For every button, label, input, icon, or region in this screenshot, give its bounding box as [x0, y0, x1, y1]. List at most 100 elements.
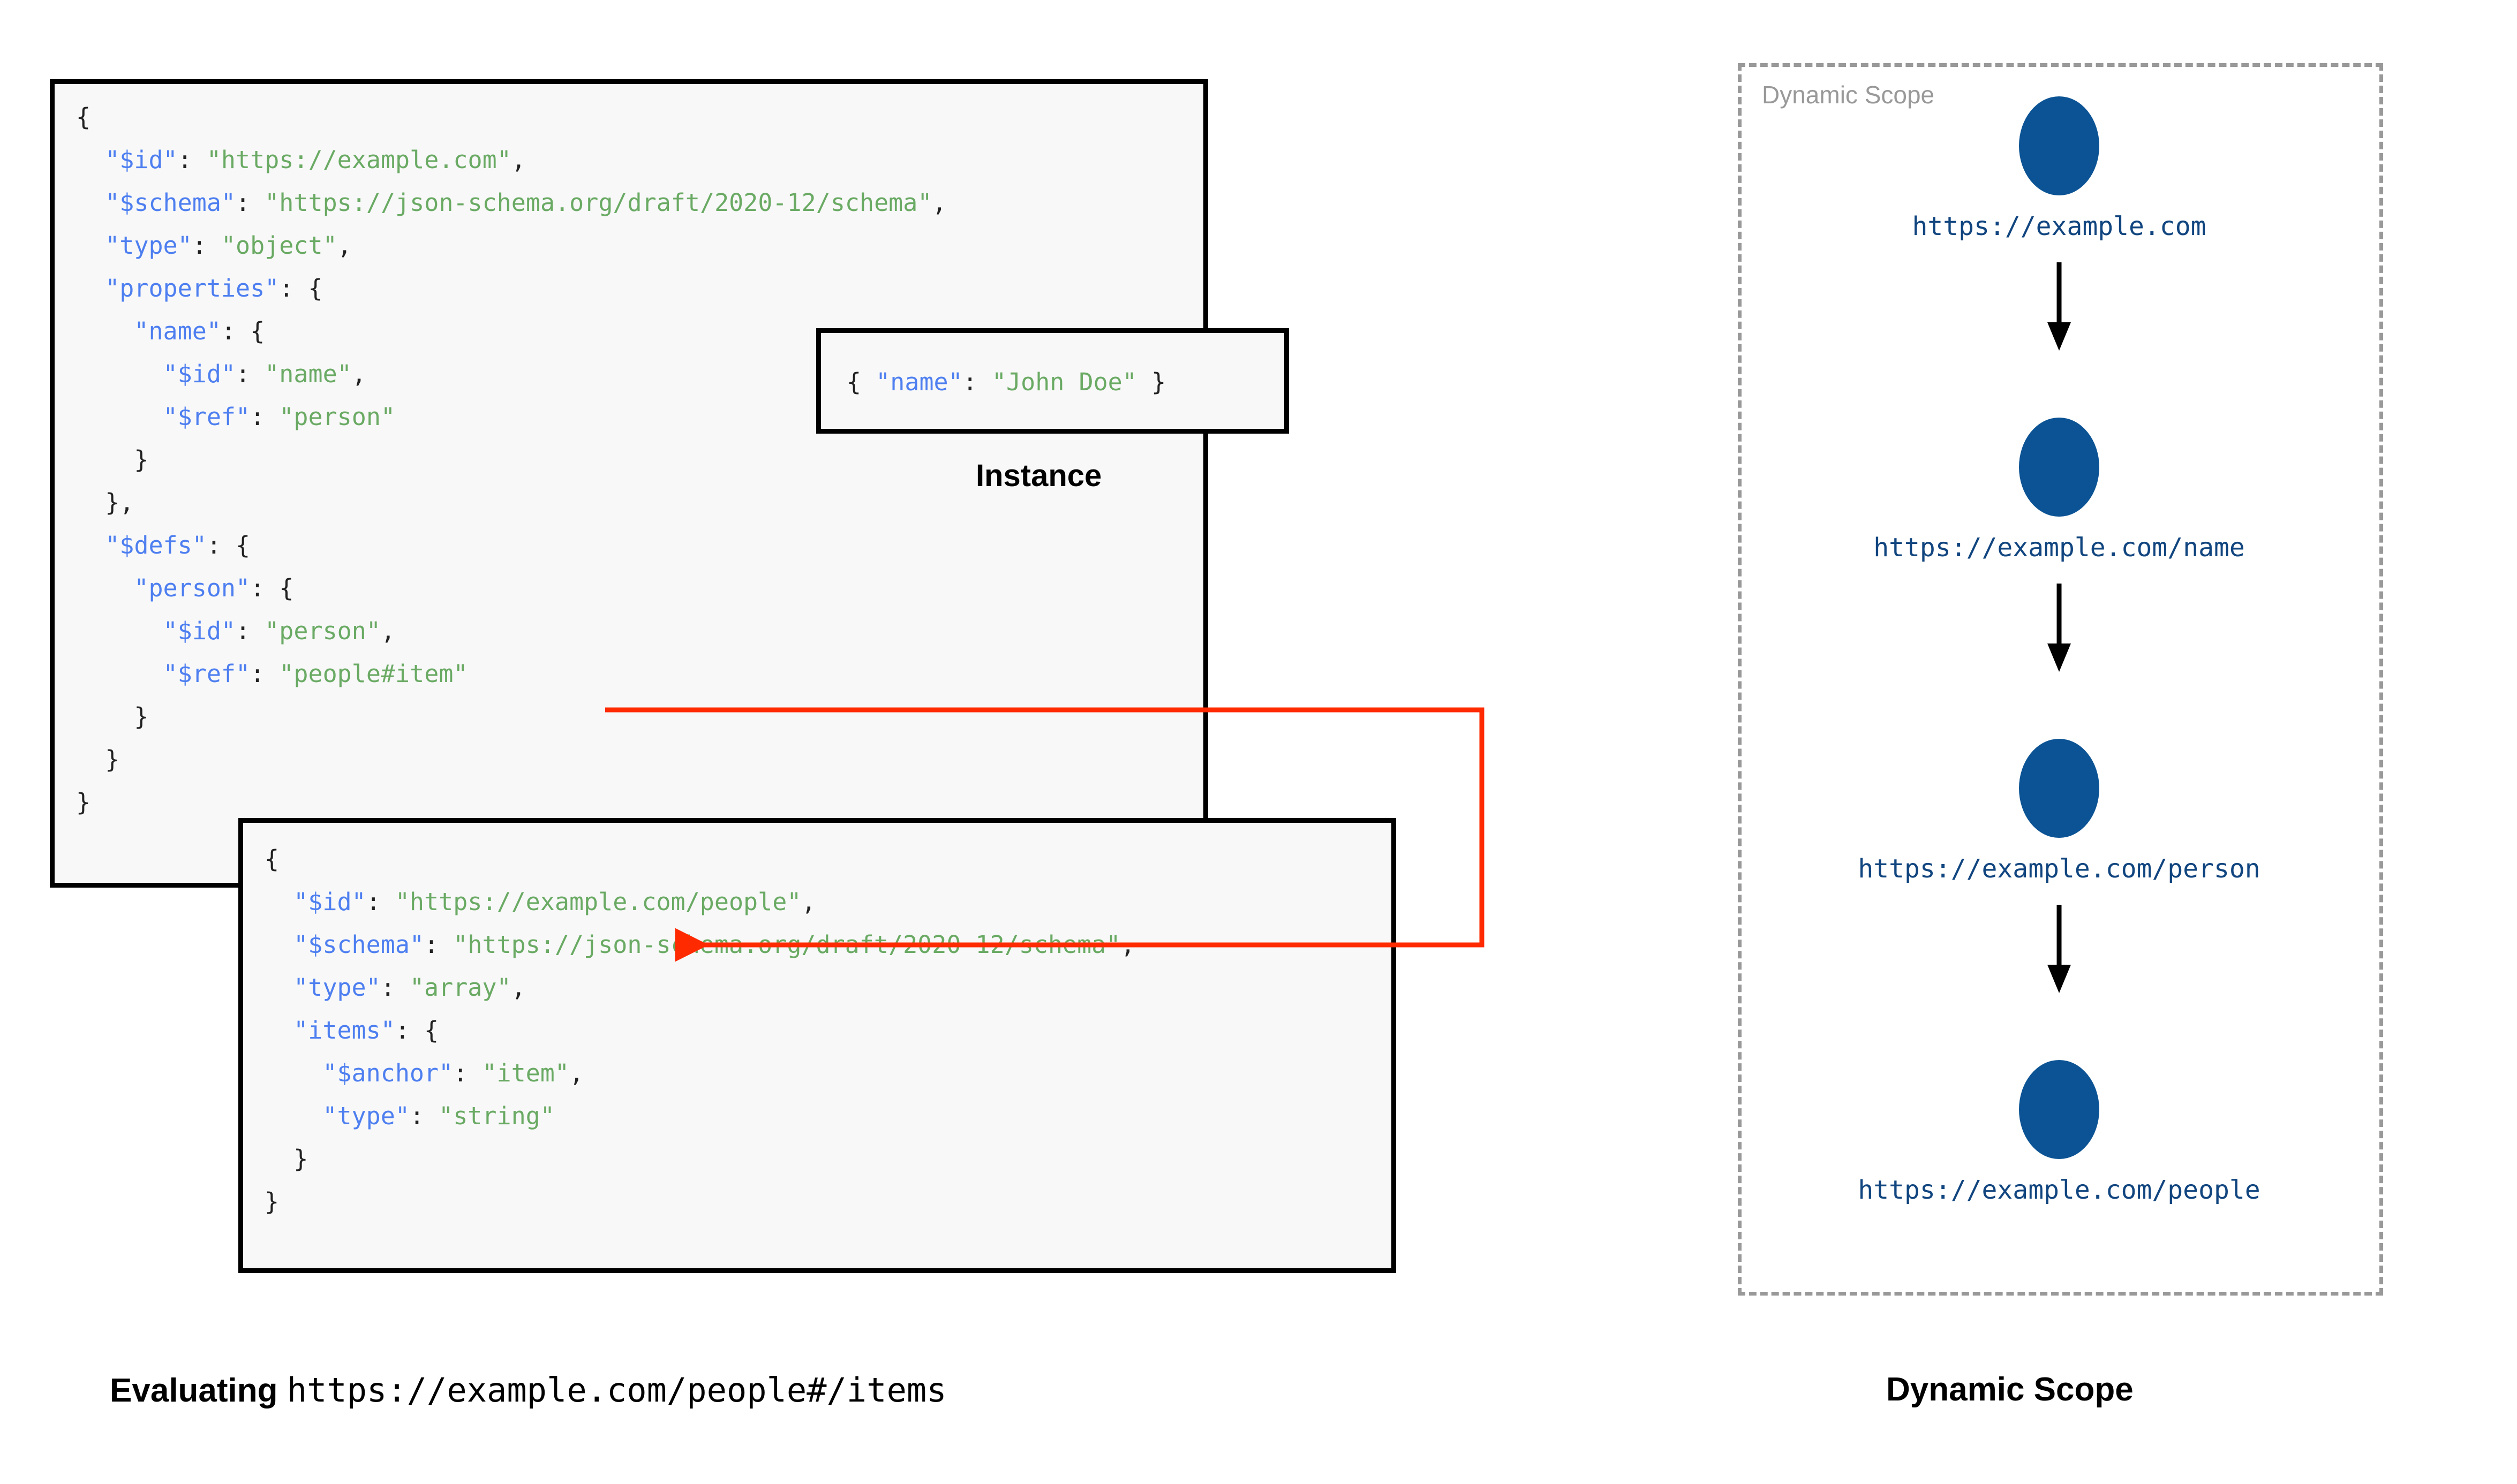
json-punct: , — [337, 231, 352, 260]
caption-evaluating-label: Evaluating — [110, 1372, 278, 1409]
instance-box: { "name": "John Doe" } — [816, 328, 1289, 434]
json-punct: } — [293, 1145, 308, 1173]
json-punct: : — [453, 1059, 483, 1087]
json-key: "name" — [134, 317, 221, 345]
json-key: "items" — [293, 1016, 395, 1044]
code-line: } — [265, 1138, 1135, 1180]
scope-node-circle — [2019, 418, 2099, 517]
json-key: "$defs" — [105, 531, 207, 559]
code-line: "$defs": { — [76, 524, 947, 567]
json-punct: , — [511, 146, 526, 174]
scope-node-label: https://example.com/person — [1858, 854, 2260, 884]
json-key: "$schema" — [105, 188, 236, 217]
code-line: }, — [76, 481, 947, 524]
dynamic-scope-panel-label: Dynamic Scope — [1762, 81, 1935, 109]
json-string: "https://json-schema.org/draft/2020-12/s… — [453, 930, 1121, 959]
code-line: "properties": { — [76, 267, 947, 310]
json-punct: { — [847, 368, 876, 396]
code-line: "$ref": "person" — [76, 396, 947, 438]
code-line: } — [76, 738, 947, 781]
scope-flow-arrow — [2047, 905, 2071, 993]
json-string: "https://json-schema.org/draft/2020-12/s… — [265, 188, 932, 217]
scope-flow-arrow — [2047, 584, 2071, 672]
json-punct: : — [424, 930, 454, 959]
code-line: { "name": "John Doe" } — [847, 361, 1166, 404]
json-key: "$ref" — [163, 403, 251, 431]
code-line: "$schema": "https://json-schema.org/draf… — [265, 923, 1135, 966]
json-punct: : { — [395, 1016, 439, 1044]
code-line: "$schema": "https://json-schema.org/draf… — [76, 181, 946, 224]
instance-code: { "name": "John Doe" } — [847, 361, 1166, 404]
json-punct: } — [1136, 368, 1166, 396]
code-line: } — [76, 438, 947, 481]
code-line: "$ref": "people#item" — [76, 653, 947, 695]
json-key: "$id" — [163, 617, 236, 645]
code-line: { — [76, 96, 947, 139]
json-key: "type" — [293, 973, 381, 1002]
code-indent — [76, 488, 105, 517]
code-indent — [76, 531, 105, 559]
json-key: "person" — [134, 574, 251, 602]
code-line: "items": { — [265, 1009, 1135, 1052]
code-line: "type": "object", — [76, 224, 947, 267]
json-string: "https://example.com/people" — [395, 888, 802, 916]
json-string: "name" — [265, 360, 352, 388]
json-punct: } — [76, 788, 91, 816]
json-string: "https://example.com" — [206, 146, 511, 174]
code-line: } — [76, 695, 947, 738]
json-punct: : — [236, 188, 265, 217]
json-punct: : — [366, 888, 395, 916]
json-punct: : — [236, 360, 265, 388]
json-punct: , — [351, 360, 366, 388]
code-line: "type": "string" — [265, 1095, 1135, 1138]
people-schema-code: { "$id": "https://example.com/people", "… — [265, 838, 1135, 1223]
json-punct: } — [134, 702, 149, 731]
code-line: "$id": "person", — [76, 610, 947, 653]
code-indent — [76, 146, 105, 174]
code-indent — [76, 274, 105, 302]
scope-node-label: https://example.com — [1912, 211, 2206, 241]
code-line: "$anchor": "item", — [265, 1052, 1135, 1095]
code-indent — [265, 1145, 293, 1173]
json-punct: , — [380, 617, 396, 645]
code-indent — [76, 231, 105, 260]
code-line: "person": { — [76, 567, 947, 610]
json-punct: : — [177, 146, 207, 174]
people-schema-box: { "$id": "https://example.com/people", "… — [238, 818, 1396, 1273]
dynamic-scope-panel — [1738, 63, 2383, 1296]
json-punct: : — [409, 1102, 439, 1130]
json-punct: : — [250, 403, 280, 431]
json-key: "$schema" — [293, 930, 425, 959]
code-indent — [265, 1059, 322, 1087]
code-indent — [265, 1102, 322, 1130]
code-indent — [265, 888, 293, 916]
scope-node-circle — [2019, 96, 2099, 195]
code-indent — [76, 403, 163, 431]
json-punct: } — [265, 1187, 280, 1216]
instance-caption: Instance — [976, 458, 1102, 493]
json-punct: , — [801, 888, 816, 916]
root-schema-code: { "$id": "https://example.com", "$schema… — [76, 96, 947, 824]
json-key: "properties" — [105, 274, 280, 302]
code-line: } — [76, 781, 947, 824]
json-string: "string" — [439, 1102, 555, 1130]
json-string: "John Doe" — [991, 368, 1137, 396]
code-indent — [76, 188, 105, 217]
code-line: "$id": "https://example.com", — [76, 139, 947, 181]
caption-evaluating-uri: https://example.com/people#/items — [287, 1371, 947, 1410]
json-punct: { — [265, 845, 280, 873]
json-punct: : { — [250, 574, 294, 602]
json-punct: } — [105, 745, 120, 774]
scope-node-circle — [2019, 739, 2099, 838]
code-line: { — [265, 838, 1135, 881]
json-punct: : { — [221, 317, 265, 345]
json-string: "item" — [482, 1059, 569, 1087]
json-punct: : — [380, 973, 410, 1002]
code-line: "type": "array", — [265, 966, 1135, 1009]
json-string: "array" — [409, 973, 511, 1002]
json-string: "object" — [221, 231, 337, 260]
code-indent — [265, 973, 293, 1002]
scope-node-label: https://example.com/people — [1858, 1175, 2260, 1205]
json-punct: : — [962, 368, 992, 396]
json-punct: }, — [105, 488, 134, 517]
